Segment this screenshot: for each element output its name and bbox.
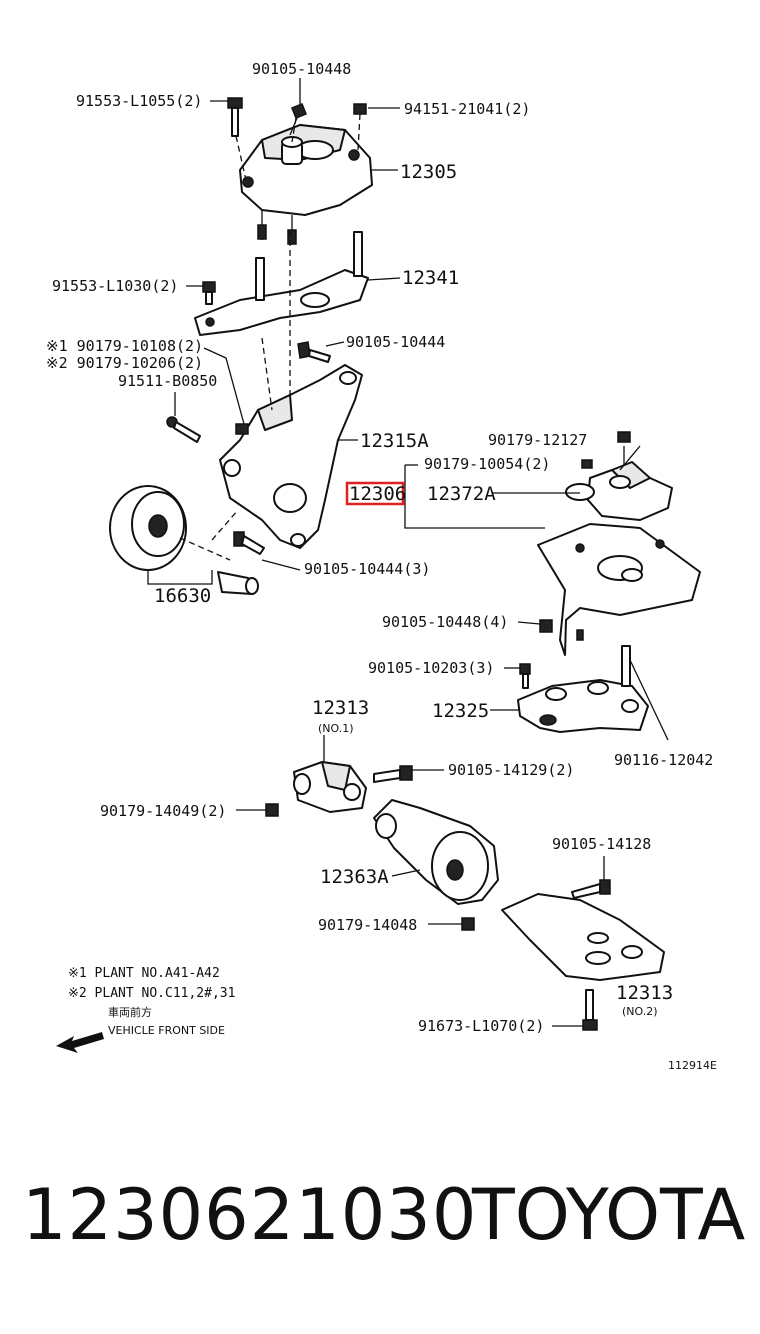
front-arrow-icon (56, 1032, 104, 1053)
label-12325: 12325 (432, 700, 489, 722)
mount-12313-no2 (501, 893, 665, 1031)
bolt-90105-14129 (373, 765, 413, 783)
label-12313-no2-sub: (NO.2) (622, 1005, 658, 1018)
bolt-91511-B0850 (166, 416, 201, 443)
mount-12372A (565, 461, 673, 521)
label-12305: 12305 (400, 161, 457, 183)
label-91553-L1055: 91553-L1055(2) (76, 92, 202, 110)
label-91511-B0850: 91511-B0850 (118, 372, 217, 390)
label-91673-L1070: 91673-L1070(2) (418, 1017, 544, 1035)
nut-94151-21041 (353, 103, 367, 115)
bolt-90105-10444-3 (233, 531, 265, 555)
nut-90179-14049 (265, 803, 279, 817)
nut-90179-10054 (581, 459, 593, 469)
nut-90179-14048 (461, 917, 475, 931)
part-number: 1230621030 (22, 1174, 478, 1256)
brand-name: TOYOTA (472, 1174, 746, 1256)
bolt-90105-10444-a (297, 341, 331, 363)
label-90105-10444: 90105-10444 (346, 333, 445, 351)
label-12315A: 12315A (360, 430, 429, 452)
label-12341: 12341 (402, 267, 459, 289)
nut-90179-12127 (617, 431, 631, 443)
label-12372A: 12372A (427, 483, 496, 505)
note-plant-1: ※1 PLANT NO.A41-A42 (68, 966, 220, 981)
label-90179-14048: 90179-14048 (318, 916, 417, 934)
label-90105-10203: 90105-10203(3) (368, 659, 494, 677)
label-90105-10448-4: 90105-10448(4) (382, 613, 508, 631)
nut-90179-10108 (235, 423, 249, 435)
label-91553-L1030: 91553-L1030(2) (52, 277, 178, 295)
label-12313-no2: 12313 (616, 982, 673, 1004)
note-front-jp: 車両前方 (108, 1005, 152, 1019)
label-12313-no1-sub: (NO.1) (318, 722, 354, 735)
bolt-91553-L1055 (227, 97, 243, 137)
bolt-90105-14128 (571, 879, 611, 899)
label-16630: 16630 (154, 585, 211, 607)
label-90179-10206: ※2 90179-10206(2) (46, 354, 203, 372)
bolt-90105-10448-4 (539, 619, 553, 633)
footer: 1230621030 TOYOTA (0, 1180, 760, 1290)
highlight-12306 (345, 481, 405, 506)
label-12313-no1: 12313 (312, 697, 369, 719)
label-90179-12127: 90179-12127 (488, 431, 587, 449)
bracket-12306 (537, 523, 701, 656)
bracket-12325 (517, 645, 649, 733)
label-90179-10108: ※1 90179-10108(2) (46, 337, 203, 355)
label-94151-21041: 94151-21041(2) (404, 100, 530, 118)
label-90179-10054: 90179-10054(2) (424, 455, 550, 473)
label-12363A: 12363A (320, 866, 389, 888)
bolt-91553-L1030 (202, 281, 216, 305)
pulley-16630 (109, 485, 259, 595)
note-front-en: VEHICLE FRONT SIDE (108, 1024, 225, 1037)
label-90105-14129: 90105-14129(2) (448, 761, 574, 779)
engine-mount-12305 (239, 124, 373, 245)
bracket-12315A (219, 364, 363, 549)
note-plant-2: ※2 PLANT NO.C11,2#,31 (68, 986, 235, 1001)
label-90116-12042: 90116-12042 (614, 751, 713, 769)
label-12306: 12306 (349, 483, 406, 505)
mount-12363A (373, 799, 499, 905)
mount-12313-no1 (293, 761, 367, 813)
label-90179-14049: 90179-14049(2) (100, 802, 226, 820)
bracket-12341 (194, 231, 369, 336)
bolt-90105-10203 (519, 663, 531, 689)
parts-diagram: 90105-10448 91553-L1055(2) 94151-21041(2… (46, 60, 717, 1072)
diagram-reference: 112914E (668, 1059, 717, 1072)
label-90105-10444-3: 90105-10444(3) (304, 560, 430, 578)
label-90105-14128: 90105-14128 (552, 835, 651, 853)
label-90105-10448: 90105-10448 (252, 60, 351, 78)
